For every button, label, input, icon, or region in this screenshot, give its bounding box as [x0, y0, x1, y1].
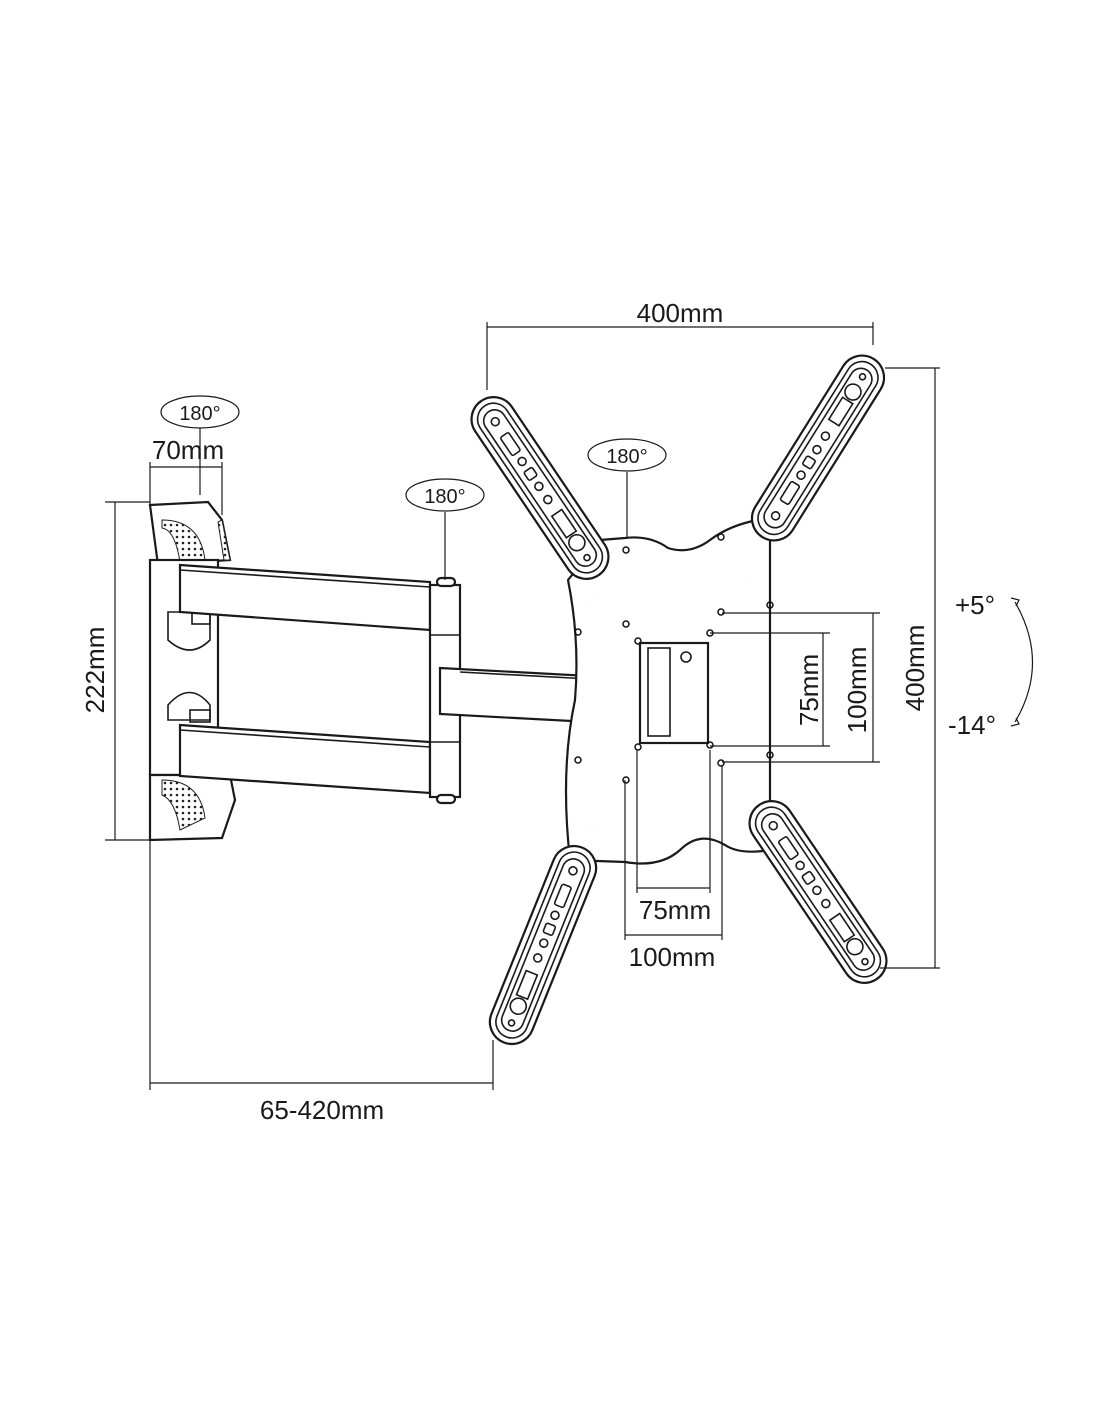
dim-wall-plate-height: 222mm: [80, 627, 110, 714]
dim-vesa-100-vertical: 100mm: [842, 647, 872, 734]
rotation-label: 180°: [179, 403, 220, 425]
rotation-label: 180°: [606, 446, 647, 468]
dim-vesa-75-horizontal: 75mm: [639, 895, 711, 925]
wall-plate: [148, 500, 237, 842]
tv-bracket-arm-bottom-right: [739, 791, 897, 993]
rotation-badge-wall: 180°: [160, 395, 240, 429]
vesa-plate: [564, 518, 774, 865]
tv-bracket-arm-top-left: [461, 387, 619, 589]
rotation-badge-plate: 180°: [587, 438, 667, 472]
rotation-label: 180°: [424, 486, 465, 508]
dim-vesa-height: 400mm: [900, 625, 930, 712]
dim-extension: 65-420mm: [260, 1095, 384, 1125]
dimension-lines: [105, 322, 1034, 1090]
articulating-arms: [178, 563, 592, 805]
dim-vesa-100-horizontal: 100mm: [629, 942, 716, 972]
tilt-up-label: +5°: [955, 590, 995, 620]
rotation-badge-arm: 180°: [405, 478, 485, 512]
tv-bracket-arm-bottom-left: [482, 838, 604, 1052]
dim-wall-plate-width: 70mm: [152, 435, 224, 465]
dim-vesa-width: 400mm: [637, 298, 724, 328]
tilt-down-label: -14°: [948, 710, 996, 740]
dim-vesa-75-vertical: 75mm: [794, 654, 824, 726]
tv-bracket-arm-top-right: [742, 346, 894, 550]
